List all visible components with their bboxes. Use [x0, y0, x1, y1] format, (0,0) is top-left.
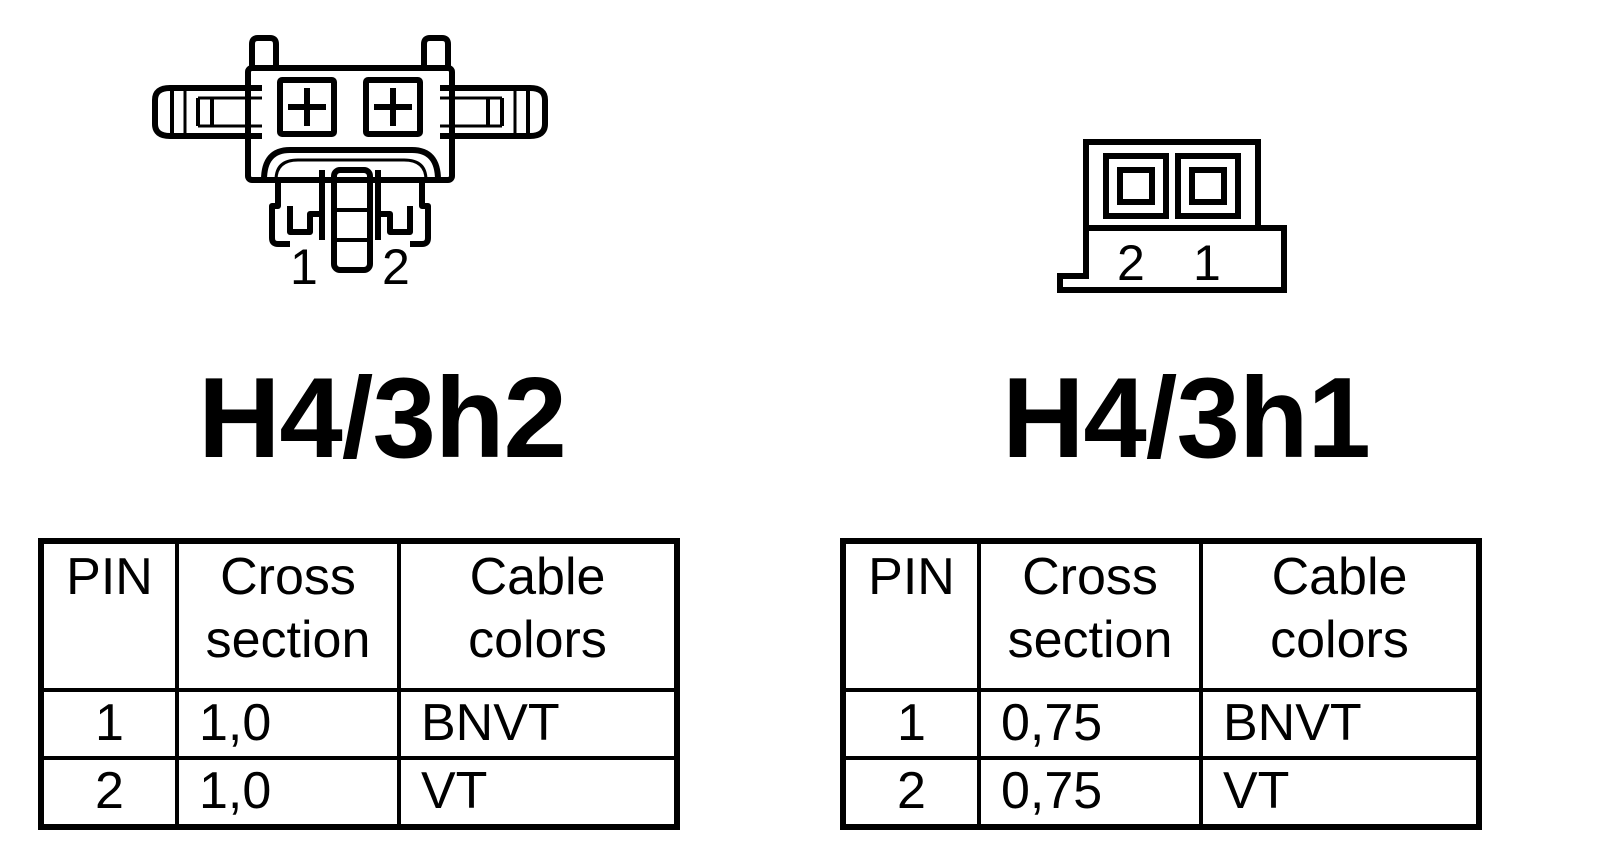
- column-header-pin: PIN: [841, 539, 981, 692]
- table-header-row: PIN Cross section Cable colors: [841, 539, 1481, 692]
- pin-assignment-table: PIN Cross section Cable colors 1 1,0 BNV…: [38, 538, 680, 830]
- column-header-cross-section: Cross section: [175, 539, 401, 692]
- pin-number-label: 2: [382, 239, 410, 295]
- connector-title: H4/3h2: [198, 355, 567, 482]
- two-pin-socket-connector-icon: 2 1: [1057, 139, 1287, 293]
- table-row: 2 0,75 VT: [841, 756, 1481, 829]
- cross-section-cell: 1,0: [175, 688, 401, 760]
- pin-number-label: 1: [1193, 235, 1221, 291]
- pin-cell: 1: [39, 688, 179, 760]
- cross-section-cell: 0,75: [977, 688, 1203, 760]
- column-header-cable-colors: Cable colors: [1199, 539, 1481, 692]
- pin-cell: 2: [39, 756, 179, 829]
- column-header-cable-colors: Cable colors: [397, 539, 679, 692]
- cable-color-cell: VT: [1199, 756, 1481, 829]
- table-row: 2 1,0 VT: [39, 756, 679, 829]
- connector-title: H4/3h1: [1002, 355, 1371, 482]
- cross-section-cell: 1,0: [175, 756, 401, 829]
- cross-section-cell: 0,75: [977, 756, 1203, 829]
- two-pin-plug-connector-icon: 1 2: [152, 35, 548, 295]
- pin-number-label: 2: [1117, 235, 1145, 291]
- pin-number-label: 1: [290, 239, 318, 295]
- cable-color-cell: BNVT: [397, 688, 679, 760]
- cable-color-cell: VT: [397, 756, 679, 829]
- pin-assignment-table: PIN Cross section Cable colors 1 0,75 BN…: [840, 538, 1482, 830]
- column-header-pin: PIN: [39, 539, 179, 692]
- table-row: 1 1,0 BNVT: [39, 688, 679, 760]
- column-header-cross-section: Cross section: [977, 539, 1203, 692]
- pin-cell: 1: [841, 688, 981, 760]
- table-row: 1 0,75 BNVT: [841, 688, 1481, 760]
- pin-cell: 2: [841, 756, 981, 829]
- cable-color-cell: BNVT: [1199, 688, 1481, 760]
- table-header-row: PIN Cross section Cable colors: [39, 539, 679, 692]
